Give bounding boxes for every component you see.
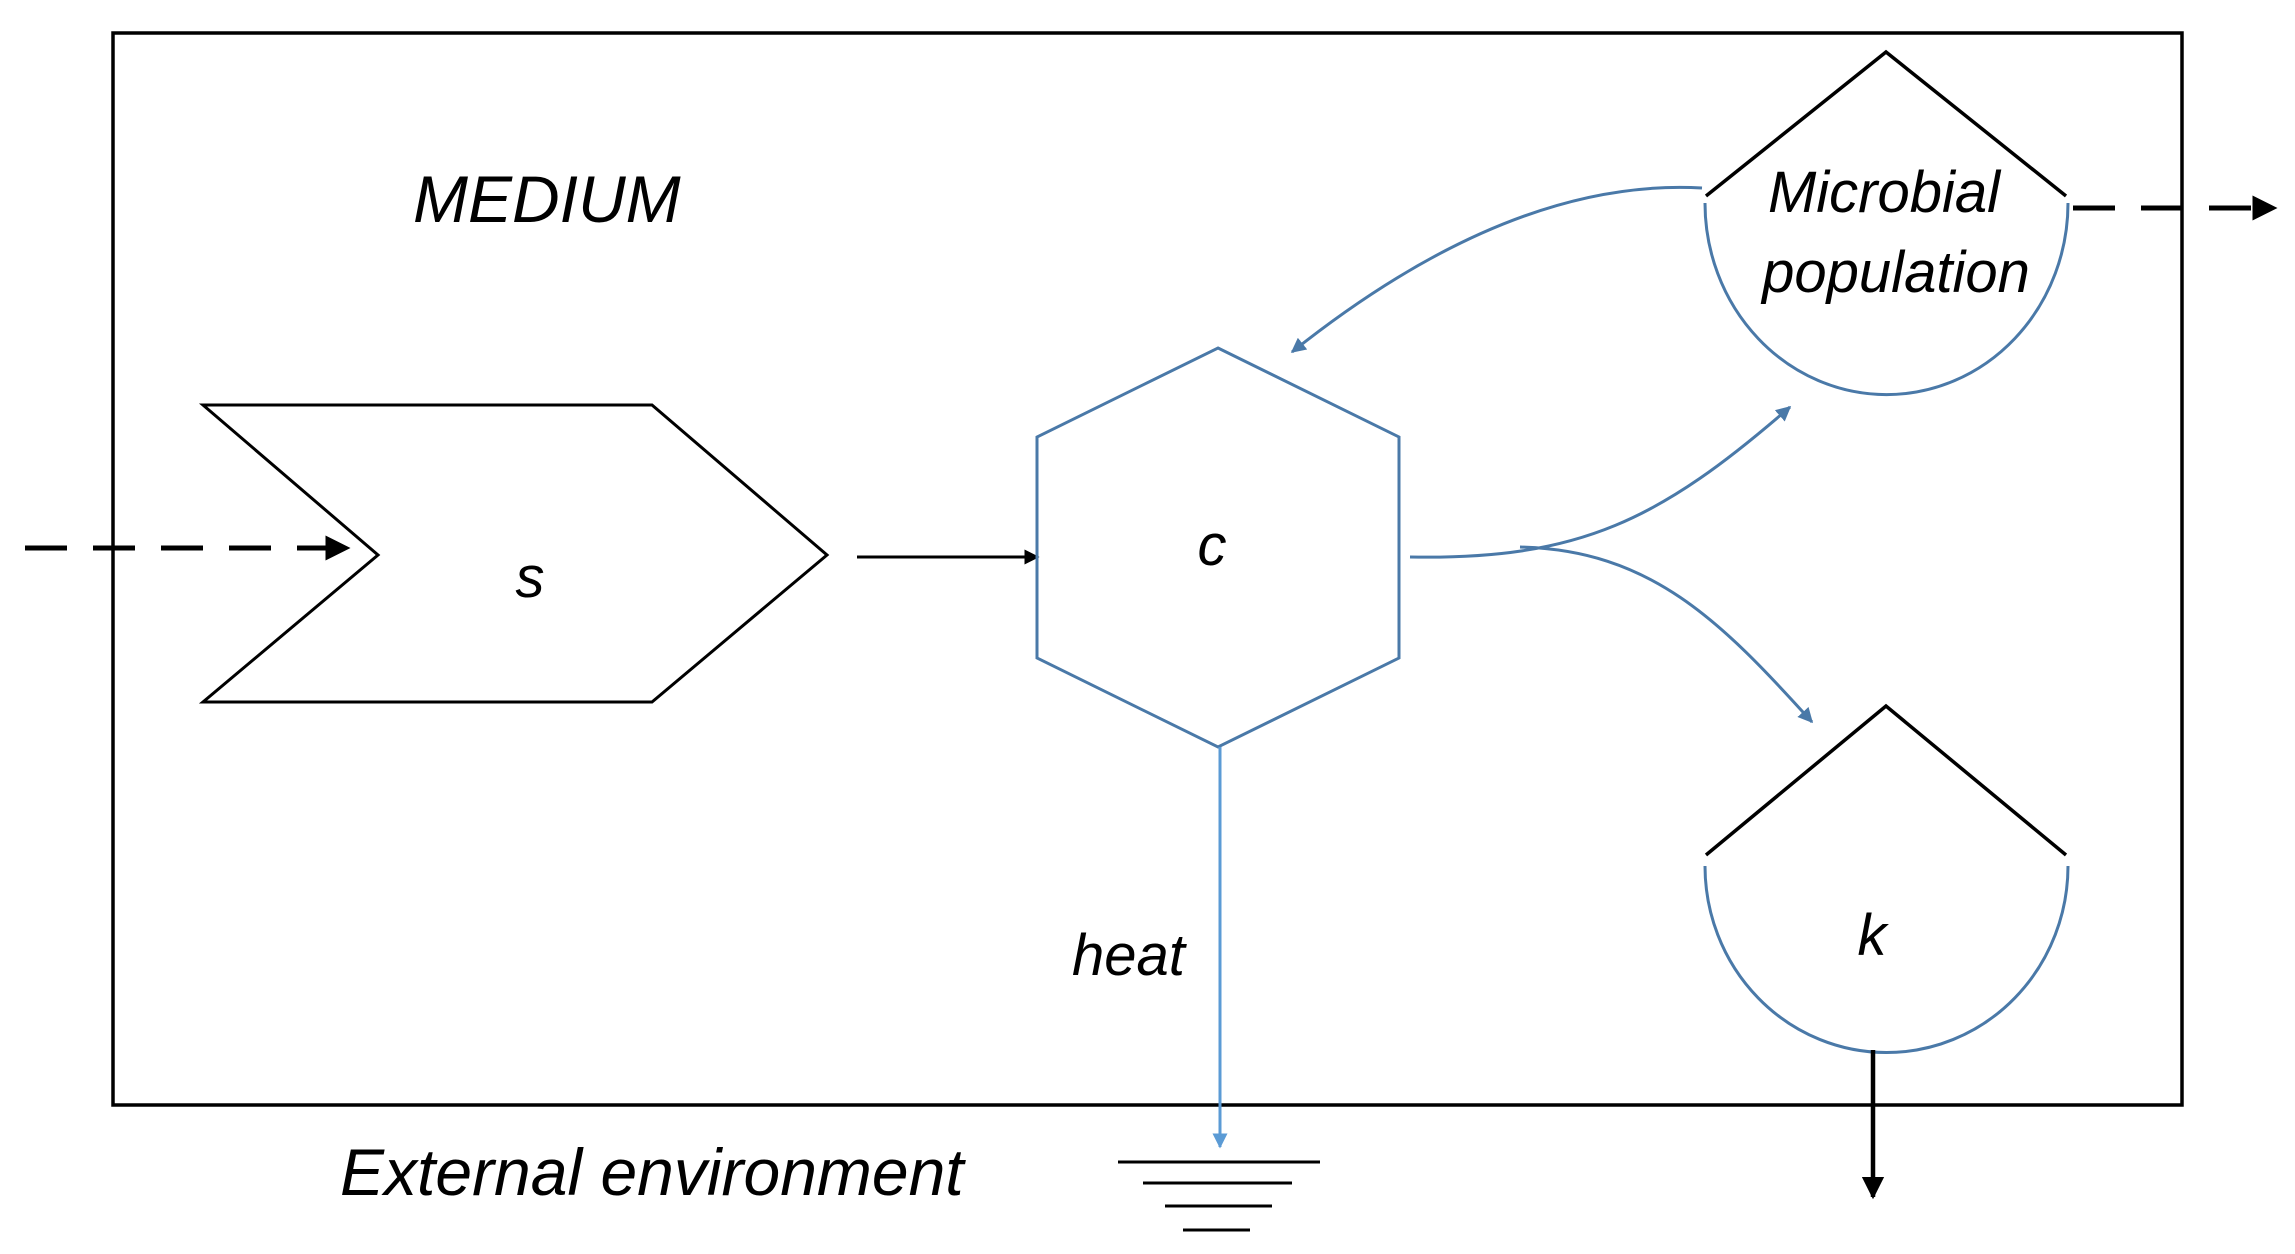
complex-label: c [1198, 513, 1227, 578]
microbial-label-line2: population [1760, 240, 2030, 305]
ground-icon [1118, 1160, 1320, 1232]
complex-to-k-arrow [1519, 545, 1814, 724]
k-label: k [1858, 903, 1890, 968]
external-environment-label: External environment [340, 1135, 966, 1209]
medium-label: MEDIUM [413, 162, 681, 236]
complex-to-microbial-arrow [1409, 405, 1792, 559]
k-shape [1703, 703, 2070, 1055]
substrate-label: s [516, 545, 545, 610]
substrate-shape [198, 403, 830, 704]
microbial-to-complex-arrow [1290, 185, 1703, 354]
microbial-population-shape [1703, 49, 2070, 396]
medium-box [111, 31, 2184, 1107]
microbial-label-line1: Microbial [1768, 160, 2002, 225]
heat-label: heat [1072, 923, 1188, 988]
complex-hexagon [1035, 346, 1401, 749]
